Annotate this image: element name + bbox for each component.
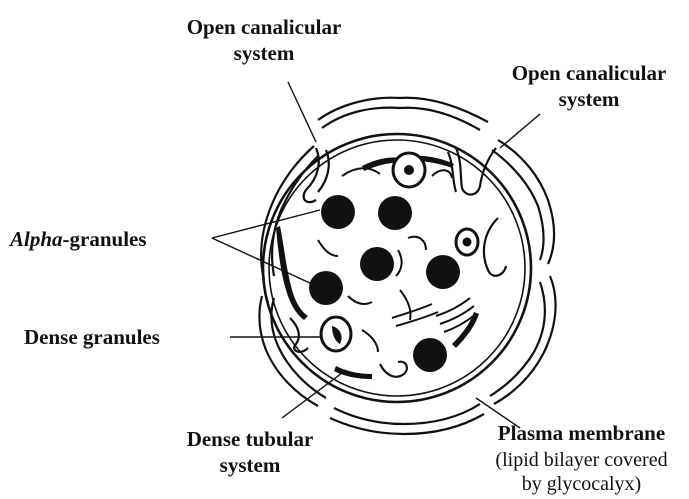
label-line: system bbox=[150, 452, 350, 478]
label-alpha-granules: Alpha-granules bbox=[10, 226, 147, 252]
label-line: by glycocalyx) bbox=[474, 472, 689, 496]
alpha-granule bbox=[426, 255, 460, 289]
label-dense-granules: Dense granules bbox=[24, 324, 160, 350]
label-open-canalicular-system-left: Open canalicular system bbox=[164, 14, 364, 66]
label-line: Dense tubular bbox=[150, 426, 350, 452]
label-dense-tubular-system: Dense tubular system bbox=[150, 426, 350, 478]
label-line: (lipid bilayer covered bbox=[474, 448, 689, 472]
label-alpha-italic: Alpha bbox=[10, 227, 63, 251]
dense-granule bbox=[321, 317, 351, 351]
alpha-granule bbox=[321, 195, 355, 229]
pointer-ocs-right bbox=[500, 114, 540, 148]
alpha-granule bbox=[378, 196, 412, 230]
label-line: Open canalicular bbox=[489, 60, 689, 86]
label-line: system bbox=[164, 40, 364, 66]
label-open-canalicular-system-right: Open canalicular system bbox=[489, 60, 689, 112]
pointer-dense-tubular bbox=[282, 370, 346, 418]
label-line: system bbox=[489, 86, 689, 112]
pointer-ocs-left bbox=[288, 82, 316, 142]
alpha-granule bbox=[309, 271, 343, 305]
dense-granule bbox=[456, 229, 478, 255]
label-alpha-rest: -granules bbox=[63, 227, 147, 251]
dense-granule bbox=[393, 153, 425, 187]
label-line: Plasma membrane bbox=[474, 420, 689, 446]
alpha-granule bbox=[413, 338, 447, 372]
label-line: Open canalicular bbox=[164, 14, 364, 40]
outer-membrane bbox=[259, 98, 555, 434]
pointer-alpha-1 bbox=[212, 210, 320, 238]
label-plasma-membrane: Plasma membrane bbox=[474, 420, 689, 446]
label-plasma-membrane-note: (lipid bilayer covered by glycocalyx) bbox=[474, 448, 689, 496]
alpha-granule bbox=[360, 247, 394, 281]
